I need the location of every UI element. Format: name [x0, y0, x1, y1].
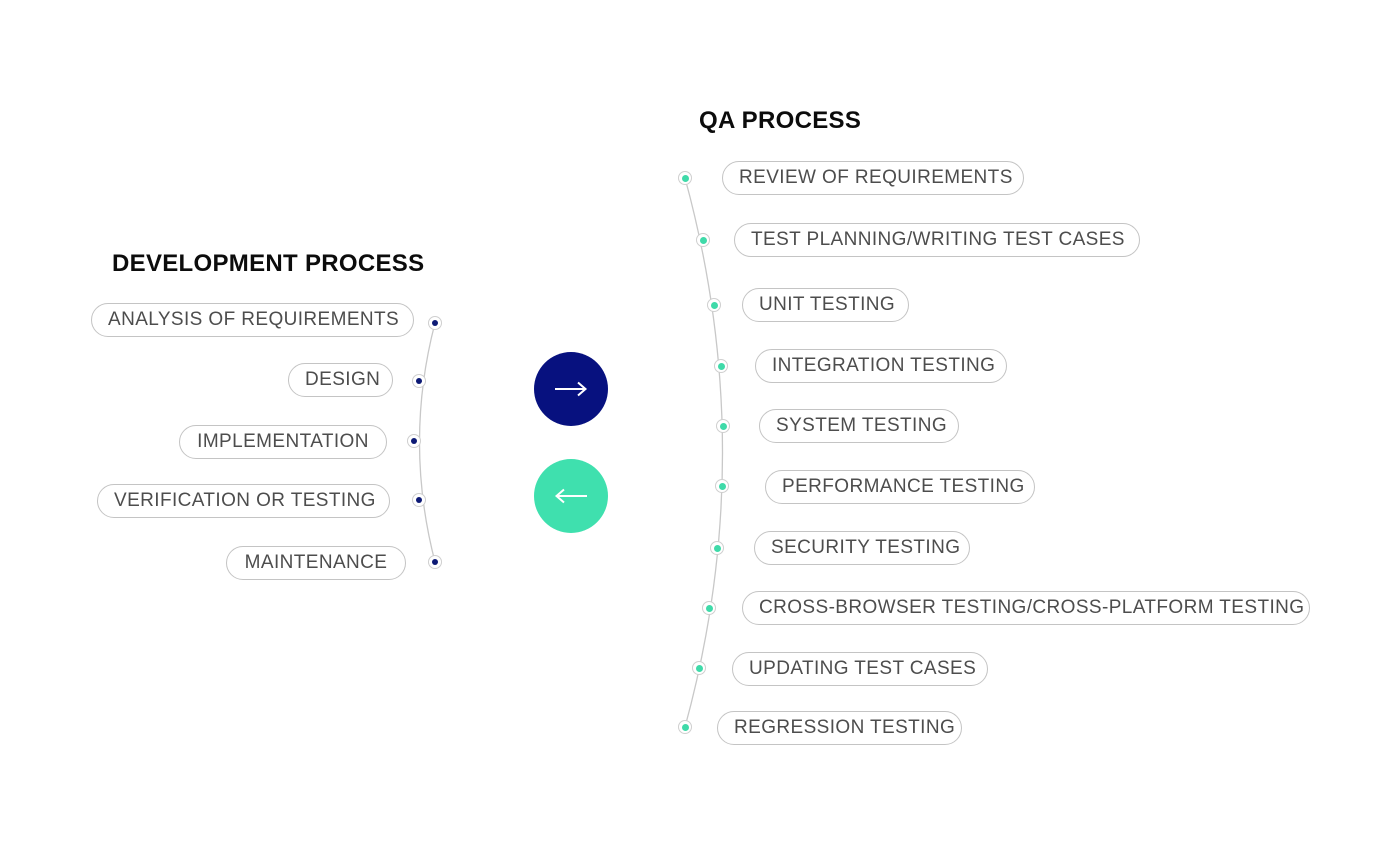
qa-step-dot: [678, 720, 692, 734]
qa-step-integration-testing: INTEGRATION TESTING: [755, 349, 1007, 383]
qa-step-dot: [714, 359, 728, 373]
prev-arrow-button[interactable]: [534, 459, 608, 533]
qa-step-dot: [702, 601, 716, 615]
qa-process-title: QA PROCESS: [699, 107, 862, 134]
dev-step-dot: [412, 374, 426, 388]
qa-step-dot: [715, 479, 729, 493]
dev-step-implementation: IMPLEMENTATION: [179, 425, 387, 459]
dev-step-dot: [428, 316, 442, 330]
dev-step-analysis: ANALYSIS OF REQUIREMENTS: [91, 303, 414, 337]
dev-step-dot: [412, 493, 426, 507]
qa-step-dot: [678, 171, 692, 185]
qa-step-dot: [707, 298, 721, 312]
dev-step-maintenance: MAINTENANCE: [226, 546, 406, 580]
qa-step-security-testing: SECURITY TESTING: [754, 531, 970, 565]
arrow-right-icon: [555, 381, 588, 397]
dev-step-verification: VERIFICATION OR TESTING: [97, 484, 390, 518]
qa-step-dot: [716, 419, 730, 433]
qa-step-system-testing: SYSTEM TESTING: [759, 409, 959, 443]
qa-step-cross-browser-testing: CROSS-BROWSER TESTING/CROSS-PLATFORM TES…: [742, 591, 1310, 625]
dev-step-dot: [407, 434, 421, 448]
qa-step-regression-testing: REGRESSION TESTING: [717, 711, 962, 745]
qa-step-dot: [692, 661, 706, 675]
qa-step-unit-testing: UNIT TESTING: [742, 288, 909, 322]
development-process-title: DEVELOPMENT PROCESS: [112, 250, 425, 277]
qa-connector-curve: [684, 177, 724, 728]
qa-step-review: REVIEW OF REQUIREMENTS: [722, 161, 1024, 195]
qa-step-test-planning: TEST PLANNING/WRITING TEST CASES: [734, 223, 1140, 257]
development-connector-curve: [418, 322, 436, 563]
qa-step-dot: [696, 233, 710, 247]
arrow-left-icon: [554, 488, 587, 504]
next-arrow-button[interactable]: [534, 352, 608, 426]
qa-step-updating-test-cases: UPDATING TEST CASES: [732, 652, 988, 686]
qa-step-dot: [710, 541, 724, 555]
qa-step-performance-testing: PERFORMANCE TESTING: [765, 470, 1035, 504]
dev-step-dot: [428, 555, 442, 569]
dev-step-design: DESIGN: [288, 363, 393, 397]
